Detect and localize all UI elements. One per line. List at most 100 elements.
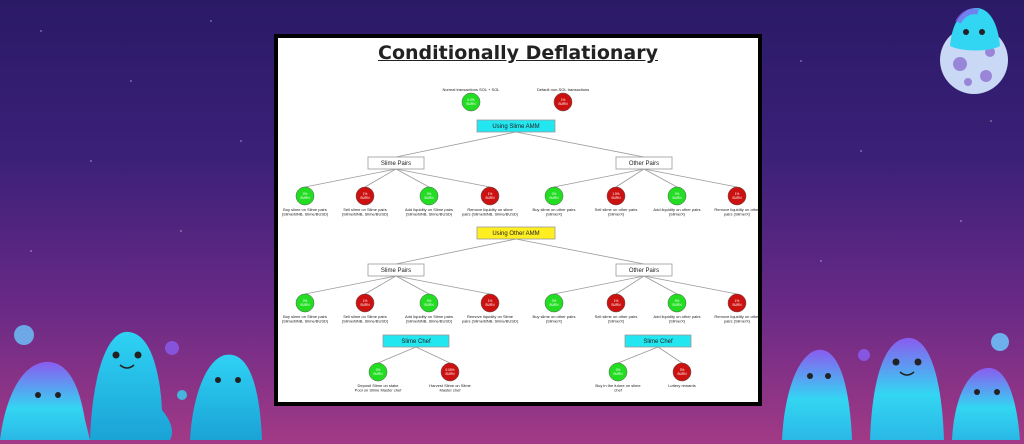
using-other-amm-leaf-label: Buy slime on other pairs(Slime/X) — [533, 314, 576, 324]
connector-line — [615, 168, 645, 188]
using-slime-amm-box — [476, 119, 556, 133]
using-other-amm-leaf-label: Buy slime on Slime pairs(Slime/BNB, Slim… — [282, 314, 329, 324]
slime-mascot-left-group — [0, 325, 262, 440]
slime-chef-leaf-circle — [440, 362, 460, 382]
top-node-label: Normal transactions SOL + SOL — [442, 87, 500, 92]
using-other-amm-leaf-value: 1%BURN — [611, 299, 621, 307]
using-other-amm-leaf-circle — [480, 293, 500, 313]
connector-line — [643, 275, 738, 295]
using-slime-amm-group-box — [367, 156, 425, 170]
using-other-amm-leaf-value: 0%BURN — [300, 299, 310, 307]
using-slime-amm-leaf-circle — [727, 186, 747, 206]
using-other-amm-leaf-value: 1%BURN — [360, 299, 370, 307]
top-node-circle — [461, 92, 481, 112]
using-other-amm-leaf-circle — [544, 293, 564, 313]
using-slime-amm-leaf-label: Add liquidity on Slime pairs(Slime/BNB, … — [405, 207, 453, 217]
using-other-amm-leaf-circle — [727, 293, 747, 313]
connector-line — [395, 168, 430, 188]
connector-line — [553, 275, 645, 295]
using-slime-amm-leaf-circle — [355, 186, 375, 206]
using-other-amm-group-box — [367, 263, 425, 277]
using-other-amm-leaf-circle — [355, 293, 375, 313]
using-slime-amm-leaf-value: 1%BURN — [732, 192, 742, 200]
slime-moon-icon — [940, 8, 1008, 94]
slime-chef-leaf-value: 0.05%BURN — [445, 368, 455, 376]
connector-line — [364, 275, 397, 295]
using-slime-amm-leaf-label: Buy slime on other pairs(Slime/X) — [533, 207, 576, 217]
using-other-amm-leaf-label: Sell slime on other pairs(Slime/X) — [595, 314, 638, 324]
slime-chef-box — [382, 334, 450, 348]
using-other-amm-box — [476, 226, 556, 240]
slime-chef-box-label: Slime Chef — [643, 339, 673, 345]
top-node-label: Default non-SOL transactions — [537, 87, 589, 92]
using-other-amm-leaf-label: Sell slime on Slime pairs(Slime/BNB, Sli… — [342, 314, 389, 324]
top-node-value: 1%BURN — [558, 98, 568, 106]
slime-chef-leaf-value: 0%BURN — [373, 368, 383, 376]
using-slime-amm-leaf-circle — [480, 186, 500, 206]
using-slime-amm-leaf-value: 1.5%BURN — [611, 192, 621, 200]
connector-line — [553, 168, 645, 188]
using-other-amm-leaf-circle — [295, 293, 315, 313]
connector-line — [395, 168, 491, 188]
using-slime-amm-leaf-circle — [667, 186, 687, 206]
using-slime-amm-leaf-circle — [295, 186, 315, 206]
slime-chef-leaf-label: Lottery rewards — [668, 383, 696, 388]
slime-chef-leaf-circle — [672, 362, 692, 382]
using-slime-amm-leaf-value: 0%BURN — [424, 192, 434, 200]
connector-line — [643, 275, 678, 295]
using-other-amm-group-box — [615, 263, 673, 277]
slime-chef-leaf-value: 3%BURN — [677, 368, 687, 376]
using-other-amm-box-label: Using Other AMM — [492, 231, 539, 237]
using-other-amm-leaf-value: 1%BURN — [485, 299, 495, 307]
using-other-amm-leaf-circle — [667, 293, 687, 313]
connector-line — [515, 131, 645, 158]
using-slime-amm-leaf-value: 1%BURN — [360, 192, 370, 200]
slime-chef-leaf-value: 0%BURN — [613, 368, 623, 376]
using-slime-amm-leaf-value: 0%BURN — [672, 192, 682, 200]
using-slime-amm-leaf-value: 0%BURN — [300, 192, 310, 200]
using-slime-amm-leaf-label: Buy slime on Slime pairs(Slime/BNB, Slim… — [282, 207, 329, 217]
using-other-amm-leaf-value: 0%BURN — [424, 299, 434, 307]
connector-line — [364, 168, 397, 188]
slime-chef-leaf-circle — [608, 362, 628, 382]
using-slime-amm-group-box-label: Slime Pairs — [381, 161, 411, 167]
using-slime-amm-leaf-circle — [419, 186, 439, 206]
connector-line — [395, 131, 517, 158]
slime-chef-leaf-circle — [368, 362, 388, 382]
using-slime-amm-leaf-value: 1%BURN — [485, 192, 495, 200]
using-slime-amm-leaf-value: 0%BURN — [549, 192, 559, 200]
connector-line — [304, 168, 397, 188]
connector-line — [515, 238, 645, 265]
top-node-value: 0.0%BURN — [466, 98, 476, 106]
using-slime-amm-group-box-label: Other Pairs — [629, 161, 659, 167]
connector-line — [395, 275, 491, 295]
connector-line — [304, 275, 397, 295]
connector-line — [415, 346, 451, 364]
connector-line — [643, 168, 678, 188]
using-other-amm-group-box-label: Slime Pairs — [381, 268, 411, 274]
using-slime-amm-leaf-circle — [606, 186, 626, 206]
burn-tree-diagram: Normal transactions SOL + SOL 0.0%BURN Def… — [282, 87, 758, 393]
slime-mascot-right-group — [782, 333, 1020, 440]
connector-line — [617, 346, 659, 364]
using-other-amm-leaf-value: 0%BURN — [549, 299, 559, 307]
using-other-amm-leaf-label: Add liquidity on Slime pairs(Slime/BNB, … — [405, 314, 453, 324]
using-other-amm-group-box-label: Other Pairs — [629, 268, 659, 274]
connector-line — [657, 346, 683, 364]
using-slime-amm-leaf-label: Sell slime on Slime pairs(Slime/BNB, Sli… — [342, 207, 389, 217]
using-other-amm-leaf-value: 1%BURN — [732, 299, 742, 307]
using-other-amm-leaf-label: Add liquidity on other pairs(Slime/X) — [653, 314, 700, 324]
using-other-amm-leaf-value: 0%BURN — [672, 299, 682, 307]
connector-line — [395, 238, 517, 265]
slime-chef-box — [624, 334, 692, 348]
using-slime-amm-leaf-circle — [544, 186, 564, 206]
connector-line — [643, 168, 738, 188]
connector-line — [395, 275, 430, 295]
connector-line — [615, 275, 645, 295]
